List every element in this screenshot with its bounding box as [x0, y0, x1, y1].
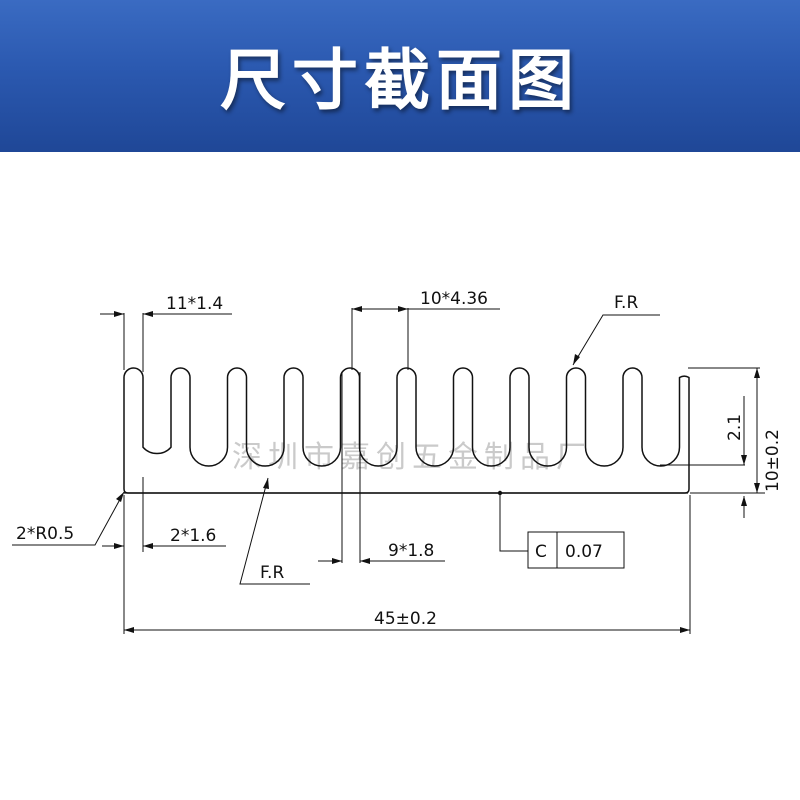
page-title: 尺寸截面图 — [220, 42, 580, 119]
flatness-frame — [527, 531, 625, 569]
total-height-label: 10±0.2 — [763, 429, 783, 492]
flatness-symbol: C — [535, 542, 547, 562]
gap-width-label: 9*1.8 — [388, 541, 434, 561]
fin-depth-label: 2.1 — [725, 414, 745, 441]
fillet-bottom-label: F.R — [260, 563, 284, 583]
dimension-lines — [12, 308, 765, 634]
fin-pitch-label: 11*1.4 — [166, 294, 223, 314]
watermark-text: 深圳市嘉创五金制品厂 — [232, 440, 592, 475]
fillet-top-label: F.R — [614, 293, 638, 313]
base-thickness-label: 2*1.6 — [170, 526, 216, 546]
total-width-label: 45±0.2 — [374, 609, 437, 629]
heatsink-profile — [123, 367, 690, 494]
fin-width-label: 10*4.36 — [420, 289, 488, 309]
title-banner: 尺寸截面图 — [0, 0, 800, 152]
dimension-arrows — [114, 306, 760, 633]
flatness-value: 0.07 — [565, 542, 603, 562]
corner-radius-label: 2*R0.5 — [16, 524, 74, 544]
